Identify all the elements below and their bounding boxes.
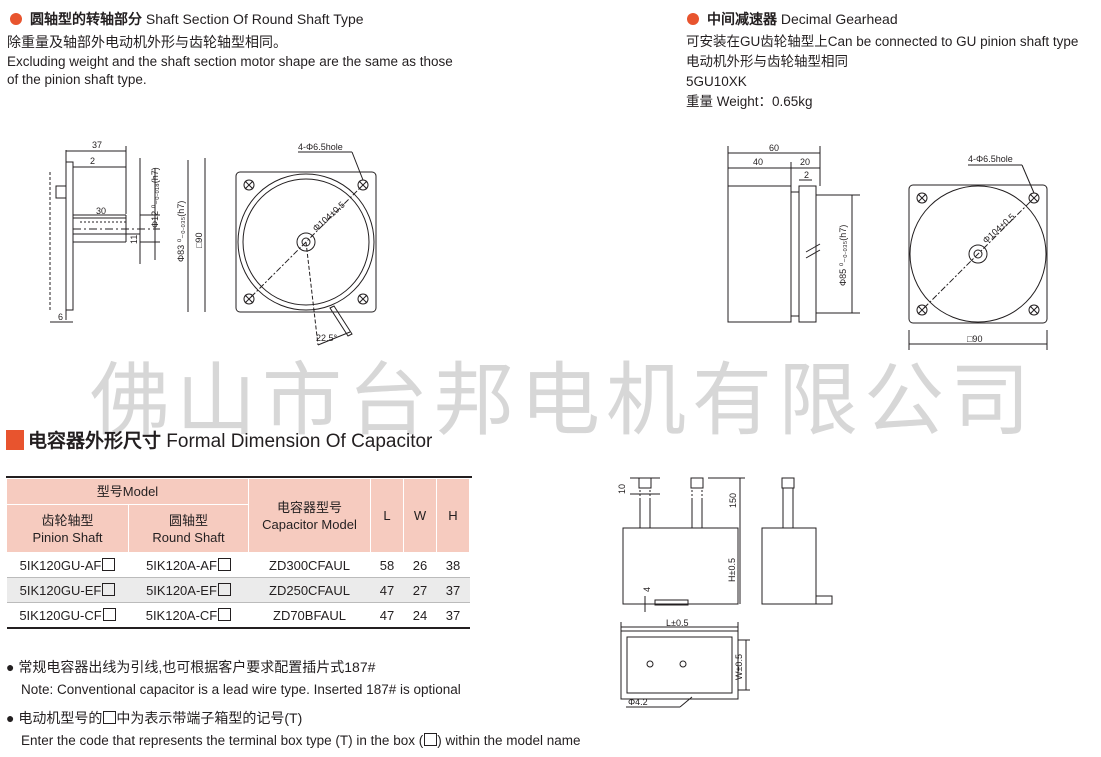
capacitor-title-cn: 电容器外形尺寸 xyxy=(28,431,162,452)
dim-hole2: 4-Φ6.5hole xyxy=(968,154,1013,164)
round-shaft-desc-en-1: Excluding weight and the shaft section m… xyxy=(7,54,453,69)
dim-phi85: Φ85 ⁰₋₀.₀₃₅(h7) xyxy=(838,225,848,286)
gearhead-line-4: 重量 Weight：0.65kg xyxy=(686,94,813,109)
gearhead-front-drawing xyxy=(908,164,1048,350)
cap-dim-h: H±0.5 xyxy=(727,558,737,582)
note-1-cn: ● 常规电容器出线为引线,也可根据客户要求配置插片式187# xyxy=(6,659,376,675)
capacitor-drawing xyxy=(620,477,833,708)
square-box-icon xyxy=(103,711,117,724)
dim-40: 40 xyxy=(753,157,763,167)
th-l: L xyxy=(370,478,404,553)
dim-sq90b: □90 xyxy=(967,334,982,344)
th-h: H xyxy=(436,478,470,553)
capacitor-section-heading: 电容器外形尺寸 Formal Dimension Of Capacitor xyxy=(6,426,432,453)
dim-2: 2 xyxy=(90,156,95,166)
bullet-dot-icon xyxy=(687,13,699,25)
dim-phi104: Φ104±0.5 xyxy=(311,200,347,234)
round-shaft-title-en: Shaft Section Of Round Shaft Type xyxy=(145,11,364,27)
square-box-icon xyxy=(217,557,231,571)
cap-dim-w: W±0.5 xyxy=(734,654,744,680)
cap-dim-l: L±0.5 xyxy=(666,618,688,628)
gearhead-line-2: 电动机外形与齿轮轴型相同 xyxy=(686,54,848,69)
th-model: 型号Model xyxy=(6,478,249,505)
bullet-dot-icon xyxy=(10,13,22,25)
dim-phi104b: Φ104±0.5 xyxy=(981,212,1017,246)
round-shaft-heading: 圆轴型的转轴部分 Shaft Section Of Round Shaft Ty… xyxy=(10,9,364,29)
th-w: W xyxy=(403,478,437,553)
cap-dim-4: 4 xyxy=(642,587,652,592)
capacitor-title-en: Formal Dimension Of Capacitor xyxy=(166,431,433,452)
gearhead-line-1: 可安装在GU齿轮轴型上Can be connected to GU pinion… xyxy=(686,34,1079,49)
table-top-rule xyxy=(6,476,472,478)
dim-60: 60 xyxy=(769,143,779,153)
note-2-cn: ● 电动机型号的中为表示带端子箱型的记号(T) xyxy=(6,710,303,726)
table-row: 5IK120GU-EF 5IK120A-EF ZD250CFAUL 47 27 … xyxy=(6,577,470,603)
gearhead-title-cn: 中间减速器 xyxy=(707,11,777,27)
cap-dim-150: 150 xyxy=(728,493,738,508)
gearhead-side-drawing xyxy=(727,146,860,323)
gearhead-title-en: Decimal Gearhead xyxy=(780,11,898,27)
dim-20: 20 xyxy=(800,157,810,167)
square-box-icon xyxy=(102,607,116,621)
dim-hole: 4-Φ6.5hole xyxy=(298,142,343,152)
dim-phi83: Φ83 ⁰₋₀.₀₃₅(h7) xyxy=(176,201,186,262)
note-2-en: Enter the code that represents the termi… xyxy=(21,733,581,748)
dim-sq90: □90 xyxy=(194,233,204,248)
dim-phi12: Φ12 ⁰₋₀.₀₁₈(h7) xyxy=(150,167,160,228)
square-box-icon xyxy=(102,557,116,571)
company-watermark: 佛山市台邦电机有限公司 xyxy=(90,354,1036,447)
section-bar-icon xyxy=(6,430,24,450)
dim-37: 37 xyxy=(92,140,102,150)
dim-30: 30 xyxy=(96,206,106,216)
mount-holes xyxy=(243,179,369,305)
round-shaft-side-drawing xyxy=(49,146,206,323)
dim-2b: 2 xyxy=(804,170,809,180)
cap-dim-phi: Φ4.2 xyxy=(628,697,648,707)
dim-angle: 22.5° xyxy=(316,333,338,343)
cap-dim-10: 10 xyxy=(617,484,627,494)
round-shaft-desc-cn: 除重量及轴部外电动机外形与齿轮轴型相同。 xyxy=(7,34,287,50)
table-row: 5IK120GU-CF 5IK120A-CF ZD70BFAUL 47 24 3… xyxy=(6,602,470,629)
square-box-icon xyxy=(217,582,231,596)
gearhead-heading: 中间减速器 Decimal Gearhead xyxy=(687,9,898,29)
square-box-icon xyxy=(102,582,116,596)
square-box-icon xyxy=(424,733,438,746)
note-1-en: Note: Conventional capacitor is a lead w… xyxy=(21,682,461,697)
round-shaft-desc-en-2: of the pinion shaft type. xyxy=(7,72,147,87)
round-shaft-title-cn: 圆轴型的转轴部分 xyxy=(30,11,142,27)
table-row: 5IK120GU-AF 5IK120A-AF ZD300CFAUL 58 26 … xyxy=(6,552,470,578)
round-shaft-front-drawing xyxy=(235,151,377,346)
dim-11: 11 xyxy=(129,235,139,244)
dim-6: 6 xyxy=(58,312,63,322)
square-box-icon xyxy=(218,607,232,621)
gearhead-line-3: 5GU10XK xyxy=(686,74,747,89)
